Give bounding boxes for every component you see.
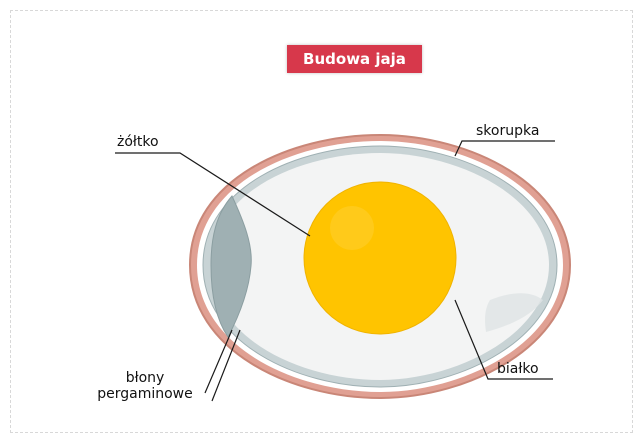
membranes-label-line-1: błony bbox=[85, 370, 205, 386]
membranes-label: błony pergaminowe bbox=[85, 370, 205, 402]
yolk bbox=[304, 182, 456, 334]
yolk-label: żółtko bbox=[117, 134, 159, 150]
yolk-highlight bbox=[330, 206, 374, 250]
diagram-title: Budowa jaja bbox=[287, 45, 422, 73]
albumen-label: białko bbox=[497, 361, 539, 377]
shell-label: skorupka bbox=[476, 123, 539, 139]
membranes-label-line-2: pergaminowe bbox=[85, 386, 205, 402]
